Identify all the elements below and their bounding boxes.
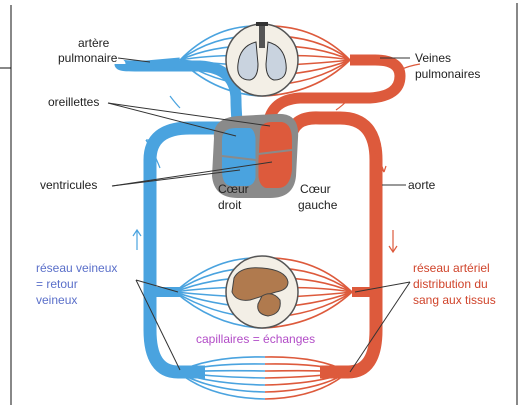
- label-coeur-droit-line1: Cœur: [218, 182, 249, 196]
- trachea-icon: [259, 26, 265, 48]
- left-heart: [258, 122, 292, 188]
- label-artere-line1: artère: [78, 36, 110, 50]
- label-reseau-arteriel-line2: distribution du: [413, 277, 488, 291]
- venous-circuit: [120, 62, 242, 372]
- label-coeur-gauche-line2: gauche: [298, 198, 338, 212]
- label-reseau-arteriel-line1: réseau artériel: [413, 261, 490, 275]
- digestive-organ: [226, 256, 298, 328]
- label-aorte: aorte: [408, 178, 436, 192]
- label-reseau-arteriel-line3: sang aux tissus: [413, 293, 496, 307]
- label-veines-line2: pulmonaires: [415, 67, 480, 81]
- label-ventricules: ventricules: [40, 178, 97, 192]
- stomach-icon: [258, 294, 281, 316]
- label-reseau-veineux-line2: = retour: [36, 277, 78, 291]
- label-veines-line1: Veines: [415, 51, 451, 65]
- label-capillaires: capillaires = échanges: [196, 332, 315, 346]
- label-reseau-veineux-line1: réseau veineux: [36, 261, 117, 275]
- lungs-organ: [226, 22, 298, 96]
- label-artere-line2: pulmonaire: [58, 51, 118, 65]
- label-reseau-veineux-line3: veineux: [36, 293, 77, 307]
- label-coeur-gauche-line1: Cœur: [300, 182, 331, 196]
- label-coeur-droit-line2: droit: [218, 198, 242, 212]
- label-oreillettes: oreillettes: [48, 95, 99, 109]
